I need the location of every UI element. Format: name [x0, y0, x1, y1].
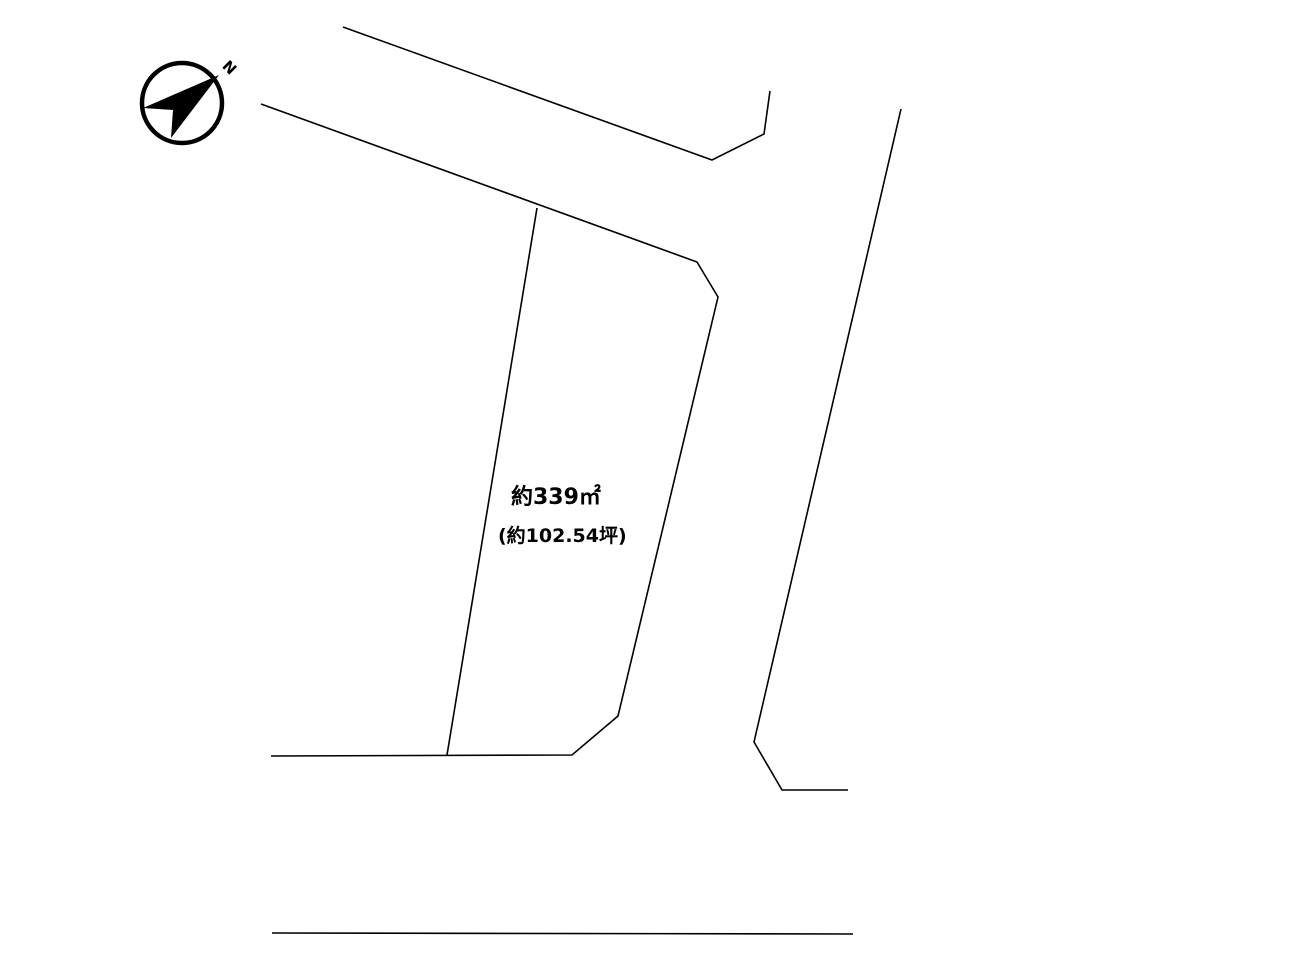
compass-ring [139, 60, 225, 146]
lot-area-sqm-label: 約339㎡ [511, 485, 601, 510]
lot-division-line [446, 207, 538, 756]
north-label: N [219, 57, 241, 79]
lot-north-boundary [260, 103, 719, 757]
right-road-edge [753, 108, 902, 791]
north-arrow-icon: N [139, 57, 241, 146]
upper-road-edge [342, 26, 771, 161]
compass-needle [143, 75, 219, 138]
lower-road-edge [271, 932, 854, 935]
lot-area-tsubo-label: (約102.54坪) [498, 525, 627, 547]
